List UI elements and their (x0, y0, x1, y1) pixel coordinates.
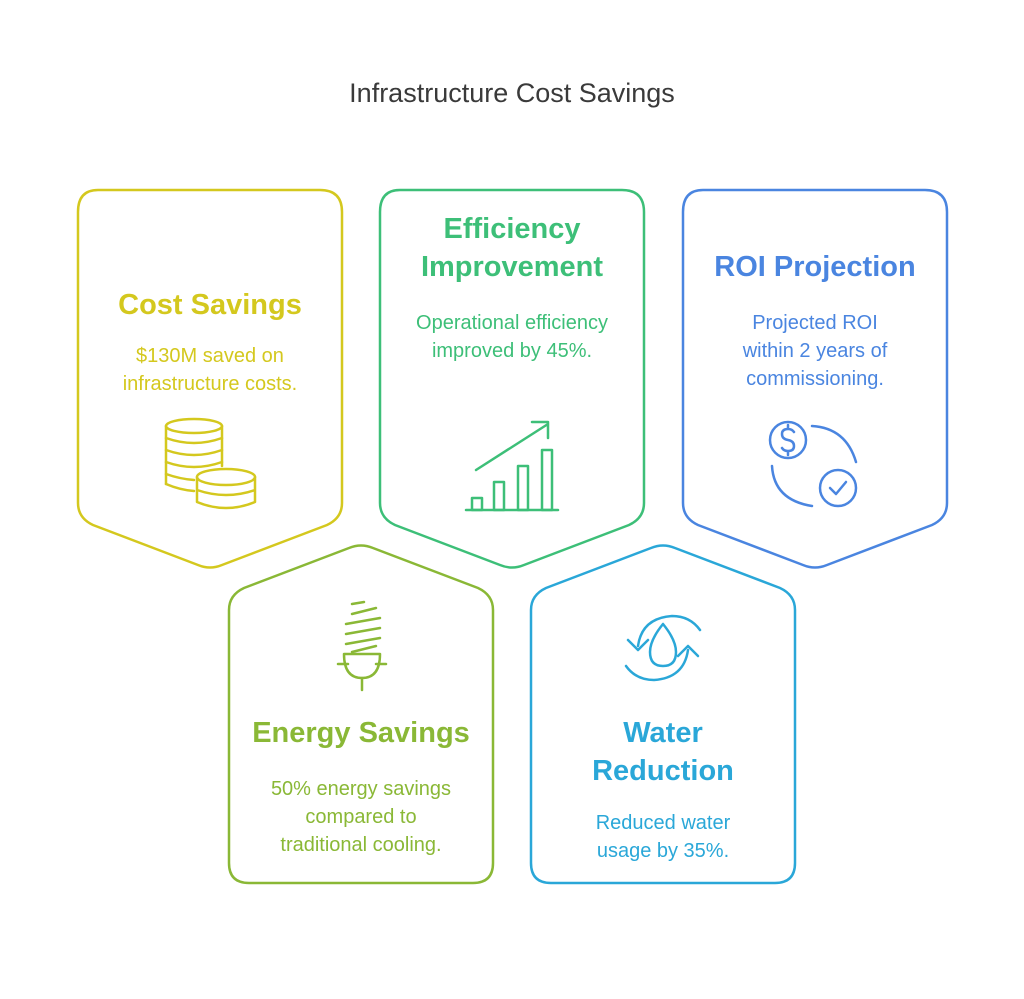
water-card-outline (529, 544, 797, 885)
energy-bulb-icon (336, 600, 388, 692)
growth-chart-icon (464, 420, 560, 512)
energy-card-outline (227, 544, 495, 885)
page-title: Infrastructure Cost Savings (349, 78, 675, 108)
cost-savings-card-outline (76, 188, 344, 569)
efficiency-heading-line1: Efficiency (443, 213, 581, 245)
roi-description: Projected ROI within 2 years of commissi… (742, 312, 888, 390)
efficiency-card-outline (378, 188, 646, 569)
water-heading-line1: Water (623, 717, 703, 749)
water-heading-line2: Reduction (592, 755, 734, 787)
water-cycle-icon (624, 614, 702, 682)
coins-stack-icon (164, 417, 257, 510)
roi-heading: ROI Projection (714, 251, 916, 283)
water-description: Reduced water usage by 35%. (595, 812, 731, 862)
energy-heading: Energy Savings (252, 717, 470, 749)
cost-savings-description: $130M saved on infrastructure costs. (122, 345, 298, 395)
dollar-cycle-check-icon (768, 420, 858, 508)
efficiency-description: Operational efficiency improved by 45%. (416, 312, 608, 362)
cost-savings-heading: Cost Savings (118, 289, 302, 321)
efficiency-heading-line2: Improvement (420, 251, 604, 283)
energy-description: 50% energy savings compared to tradition… (270, 778, 452, 856)
roi-card-outline (681, 188, 949, 569)
